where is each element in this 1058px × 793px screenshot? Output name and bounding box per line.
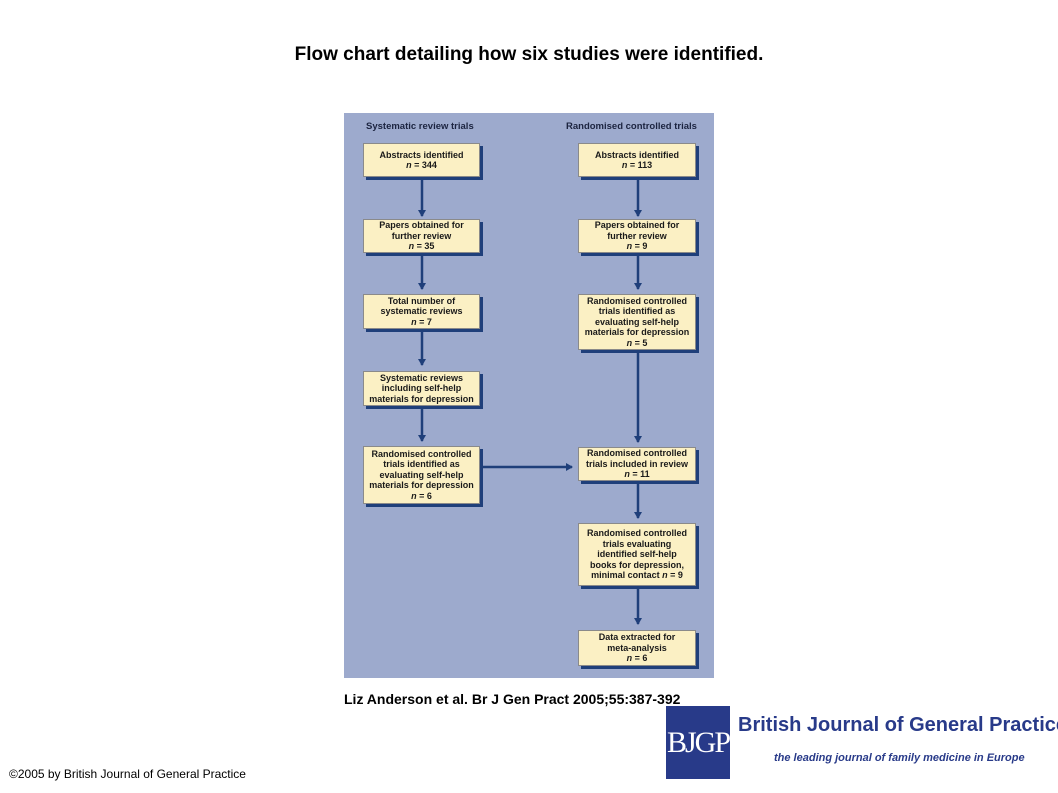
- box-text-line: Data extracted for: [598, 632, 676, 643]
- box-text-line: identified self-help: [597, 549, 677, 560]
- box-text-line: Papers obtained for: [594, 220, 680, 231]
- box-text-line: trials evaluating: [602, 538, 672, 549]
- column-heading-rct: Randomised controlled trials: [566, 121, 697, 132]
- box-count: n = 6: [626, 653, 648, 664]
- journal-logo: BJGP British Journal of General Practice…: [666, 706, 1058, 781]
- citation: Liz Anderson et al. Br J Gen Pract 2005;…: [344, 691, 681, 707]
- n-label: n: [411, 490, 417, 501]
- box-count: n = 5: [626, 337, 648, 348]
- box-count: n = 113: [621, 160, 653, 170]
- box-text-line: books for depression,: [589, 559, 685, 570]
- n-label: n: [621, 160, 628, 170]
- box-text-line: Randomised controlled: [586, 528, 687, 539]
- box-text-line: including self-help: [381, 383, 462, 394]
- box-count: n = 344: [406, 160, 437, 170]
- box-count: n = 35: [408, 241, 435, 252]
- box-text-line: Total number of: [387, 295, 456, 306]
- box-text-line: minimal contact n = 9: [591, 570, 683, 581]
- box-text-line: Abstracts identified: [594, 149, 679, 160]
- box-text-line: Papers obtained for: [379, 220, 464, 231]
- n-label: n: [626, 653, 633, 664]
- box-text-line: Randomised controlled: [586, 448, 687, 459]
- journal-name: British Journal of General Practice: [738, 714, 1058, 736]
- copyright: ©2005 by British Journal of General Prac…: [9, 767, 246, 781]
- box-text-line: materials for depression: [369, 480, 474, 491]
- n-label: n: [408, 241, 415, 252]
- slide-title: Flow chart detailing how six studies wer…: [294, 44, 764, 65]
- flowchart-panel: Systematic review trials Randomised cont…: [344, 113, 714, 678]
- box-count: n = 6: [411, 490, 432, 501]
- n-label: n: [406, 160, 412, 170]
- box-text-line: materials for depression: [584, 327, 690, 338]
- box-text-line: trials included in review: [585, 458, 689, 469]
- n-label: n: [624, 469, 630, 480]
- bjgp-logo-mark: BJGP: [666, 706, 731, 779]
- box-count: n = 9: [626, 241, 648, 252]
- box-text-line: Randomised controlled: [371, 448, 472, 459]
- column-heading-systematic: Systematic review trials: [366, 121, 474, 132]
- box-text-line: Abstracts identified: [379, 149, 464, 160]
- n-label: n: [662, 570, 668, 581]
- box-text-line: evaluating self-help: [594, 316, 680, 327]
- n-label: n: [626, 337, 633, 348]
- box-text-line: further review: [607, 230, 667, 241]
- box-text-line: Systematic reviews: [379, 372, 464, 383]
- box-text-line: materials for depression: [369, 393, 474, 404]
- flowchart-arrows: [418, 179, 642, 625]
- box-text-line: evaluating self-help: [379, 469, 464, 480]
- box-text-line: trials identified as: [383, 459, 460, 470]
- box-text-line: further review: [391, 230, 452, 241]
- box-count: n = 7: [411, 316, 432, 327]
- box-count: n = 11: [624, 469, 650, 480]
- journal-tagline: the leading journal of family medicine i…: [774, 752, 1025, 764]
- box-text-line: trials identified as: [598, 306, 676, 317]
- box-text-line: systematic reviews: [380, 306, 463, 317]
- box-text-line: Randomised controlled: [586, 295, 687, 306]
- n-label: n: [626, 241, 633, 252]
- n-label: n: [411, 316, 417, 327]
- box-text-line: meta-analysis: [607, 642, 667, 653]
